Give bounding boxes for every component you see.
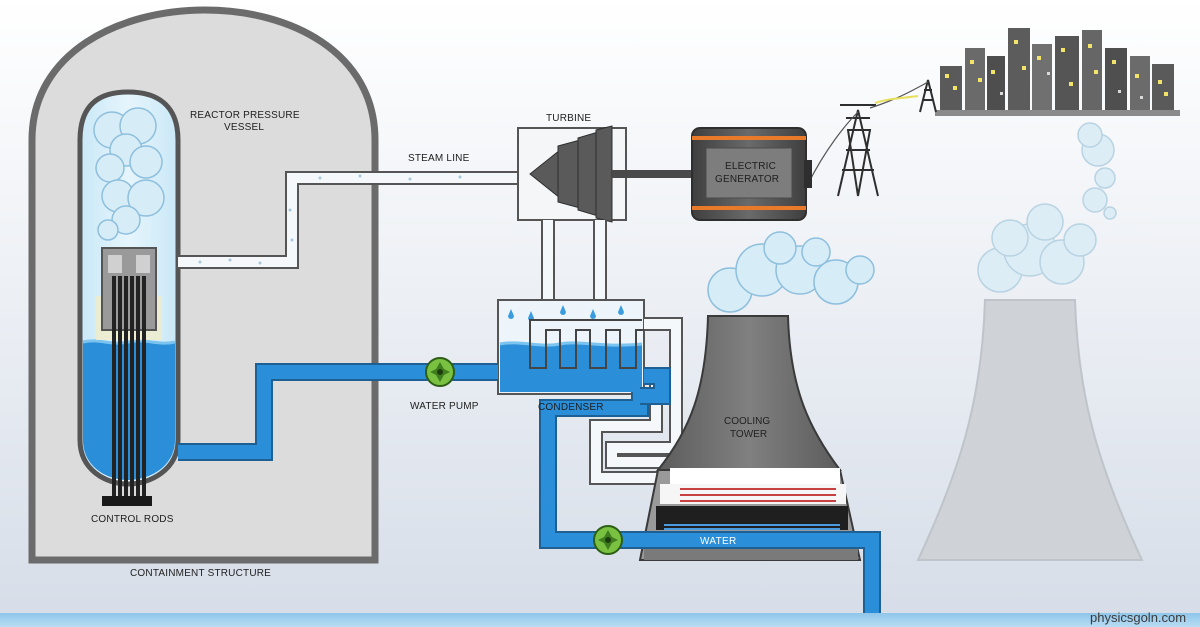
label-water: WATER [700, 536, 737, 547]
label-turbine: TURBINE [546, 113, 591, 124]
label-steam-line: STEAM LINE [408, 153, 470, 164]
turbine-blades [529, 125, 613, 223]
distant-cooling-tower [916, 299, 1144, 561]
condenser [497, 299, 660, 395]
feedwater-pipes [178, 363, 881, 618]
label-water-pump: WATER PUMP [410, 401, 479, 412]
label-generator-2: GENERATOR [715, 174, 779, 185]
vessel-steam [93, 107, 165, 241]
steam-line-bubbles [198, 174, 462, 265]
label-containment: CONTAINMENT STRUCTURE [130, 568, 271, 579]
label-control-rods: CONTROL RODS [91, 514, 174, 525]
main-tower-steam [707, 231, 875, 313]
label-generator-1: ELECTRIC [725, 161, 776, 172]
turbine-condenser-pipes [541, 220, 607, 300]
city-skyline [935, 28, 1180, 116]
watermark: physicsgoln.com [1090, 610, 1186, 625]
water-pump-icon [425, 357, 455, 387]
label-cooling-tower-2: TOWER [730, 429, 767, 440]
electric-generator [691, 127, 812, 221]
vessel-water [83, 342, 175, 480]
control-rods [101, 247, 157, 506]
sea-water [0, 613, 1200, 627]
transmission-pylons [807, 79, 937, 197]
cooling-pump-icon [593, 525, 623, 555]
turbine-shaft [612, 170, 696, 178]
label-condenser: CONDENSER [538, 402, 604, 413]
distant-tower-steam [977, 122, 1117, 293]
label-reactor-vessel-1: REACTOR PRESSURE [190, 110, 300, 121]
label-cooling-tower-1: COOLING [724, 416, 770, 427]
label-reactor-vessel-2: VESSEL [224, 122, 264, 133]
